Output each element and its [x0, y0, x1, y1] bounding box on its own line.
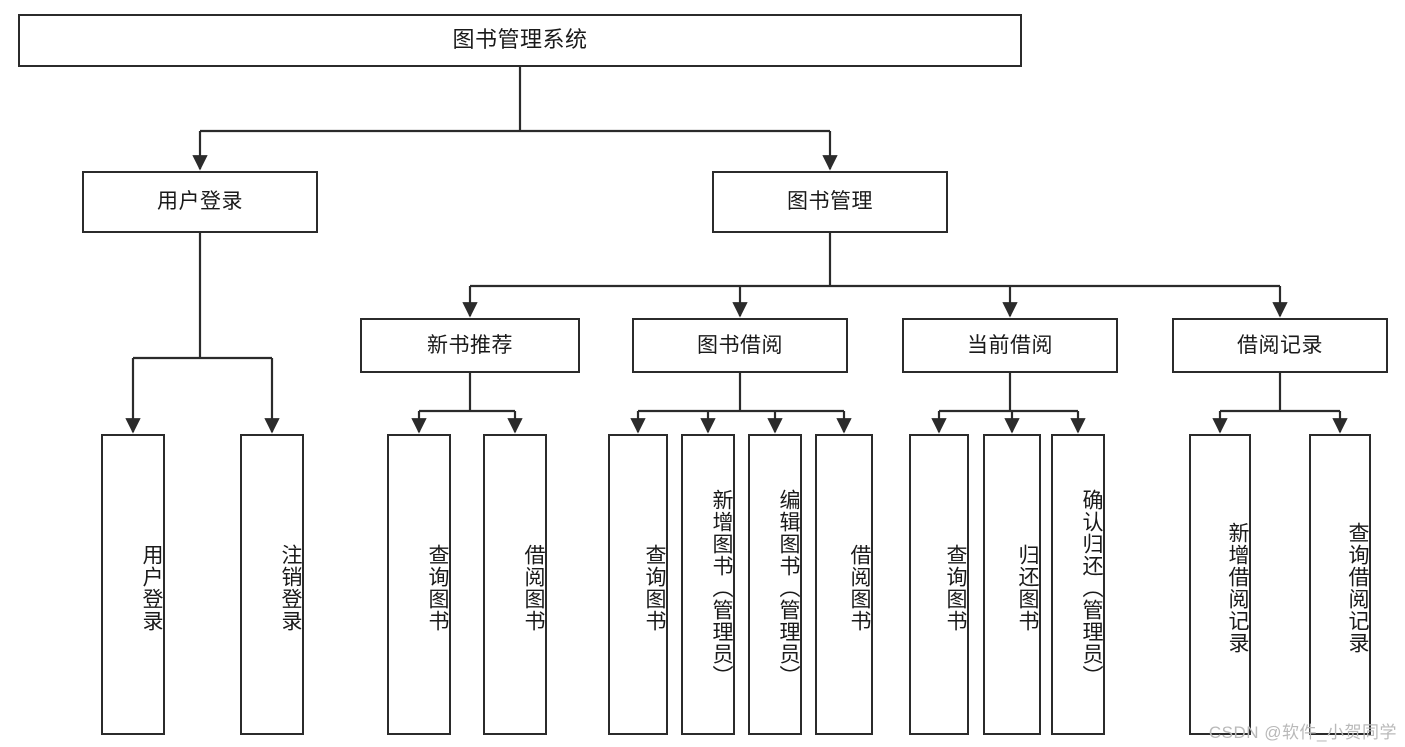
node-n-borrow[interactable]: 借阅图书	[483, 434, 547, 735]
node-r-query[interactable]: 查询借阅记录	[1309, 434, 1371, 735]
node-b-query[interactable]: 查询图书	[608, 434, 668, 735]
node-b-lend[interactable]: 借阅图书	[815, 434, 873, 735]
node-l-logout[interactable]: 注销登录	[240, 434, 304, 735]
node-login[interactable]: 用户登录	[82, 171, 318, 233]
node-bookmgmt[interactable]: 图书管理	[712, 171, 948, 233]
node-label: 图书管理	[787, 190, 873, 214]
node-label: 新增图书（管理员）	[710, 488, 733, 687]
node-label: 注销登录	[279, 543, 302, 632]
node-label: 新书推荐	[427, 333, 513, 357]
node-n-query[interactable]: 查询图书	[387, 434, 451, 735]
node-c-confirm[interactable]: 确认归还（管理员）	[1051, 434, 1105, 735]
node-c-return[interactable]: 归还图书	[983, 434, 1041, 735]
node-label: 当前借阅	[967, 333, 1053, 357]
node-label: 归还图书	[1016, 543, 1039, 632]
node-b-edit[interactable]: 编辑图书（管理员）	[748, 434, 802, 735]
node-c-query[interactable]: 查询图书	[909, 434, 969, 735]
node-label: 用户登录	[157, 190, 243, 214]
watermark-label: CSDN @软件_小贺同学	[1208, 723, 1397, 742]
node-label: 图书借阅	[697, 333, 783, 357]
node-label: 编辑图书（管理员）	[777, 488, 800, 687]
node-b-add[interactable]: 新增图书（管理员）	[681, 434, 735, 735]
node-label: 图书管理系统	[452, 27, 588, 53]
node-label: 新增借阅记录	[1226, 521, 1249, 654]
node-label: 查询图书	[426, 543, 449, 632]
node-label: 用户登录	[140, 543, 163, 632]
node-label: 借阅图书	[522, 543, 545, 632]
node-records[interactable]: 借阅记录	[1172, 318, 1388, 373]
node-newbook[interactable]: 新书推荐	[360, 318, 580, 373]
node-root[interactable]: 图书管理系统	[18, 14, 1022, 67]
node-current[interactable]: 当前借阅	[902, 318, 1118, 373]
node-r-add[interactable]: 新增借阅记录	[1189, 434, 1251, 735]
node-label: 借阅记录	[1237, 333, 1323, 357]
node-label: 查询图书	[944, 543, 967, 632]
node-label: 查询借阅记录	[1346, 521, 1369, 654]
node-label: 确认归还（管理员）	[1080, 488, 1103, 687]
node-label: 借阅图书	[848, 543, 871, 632]
node-borrow[interactable]: 图书借阅	[632, 318, 848, 373]
node-label: 查询图书	[643, 543, 666, 632]
node-l-login[interactable]: 用户登录	[101, 434, 165, 735]
